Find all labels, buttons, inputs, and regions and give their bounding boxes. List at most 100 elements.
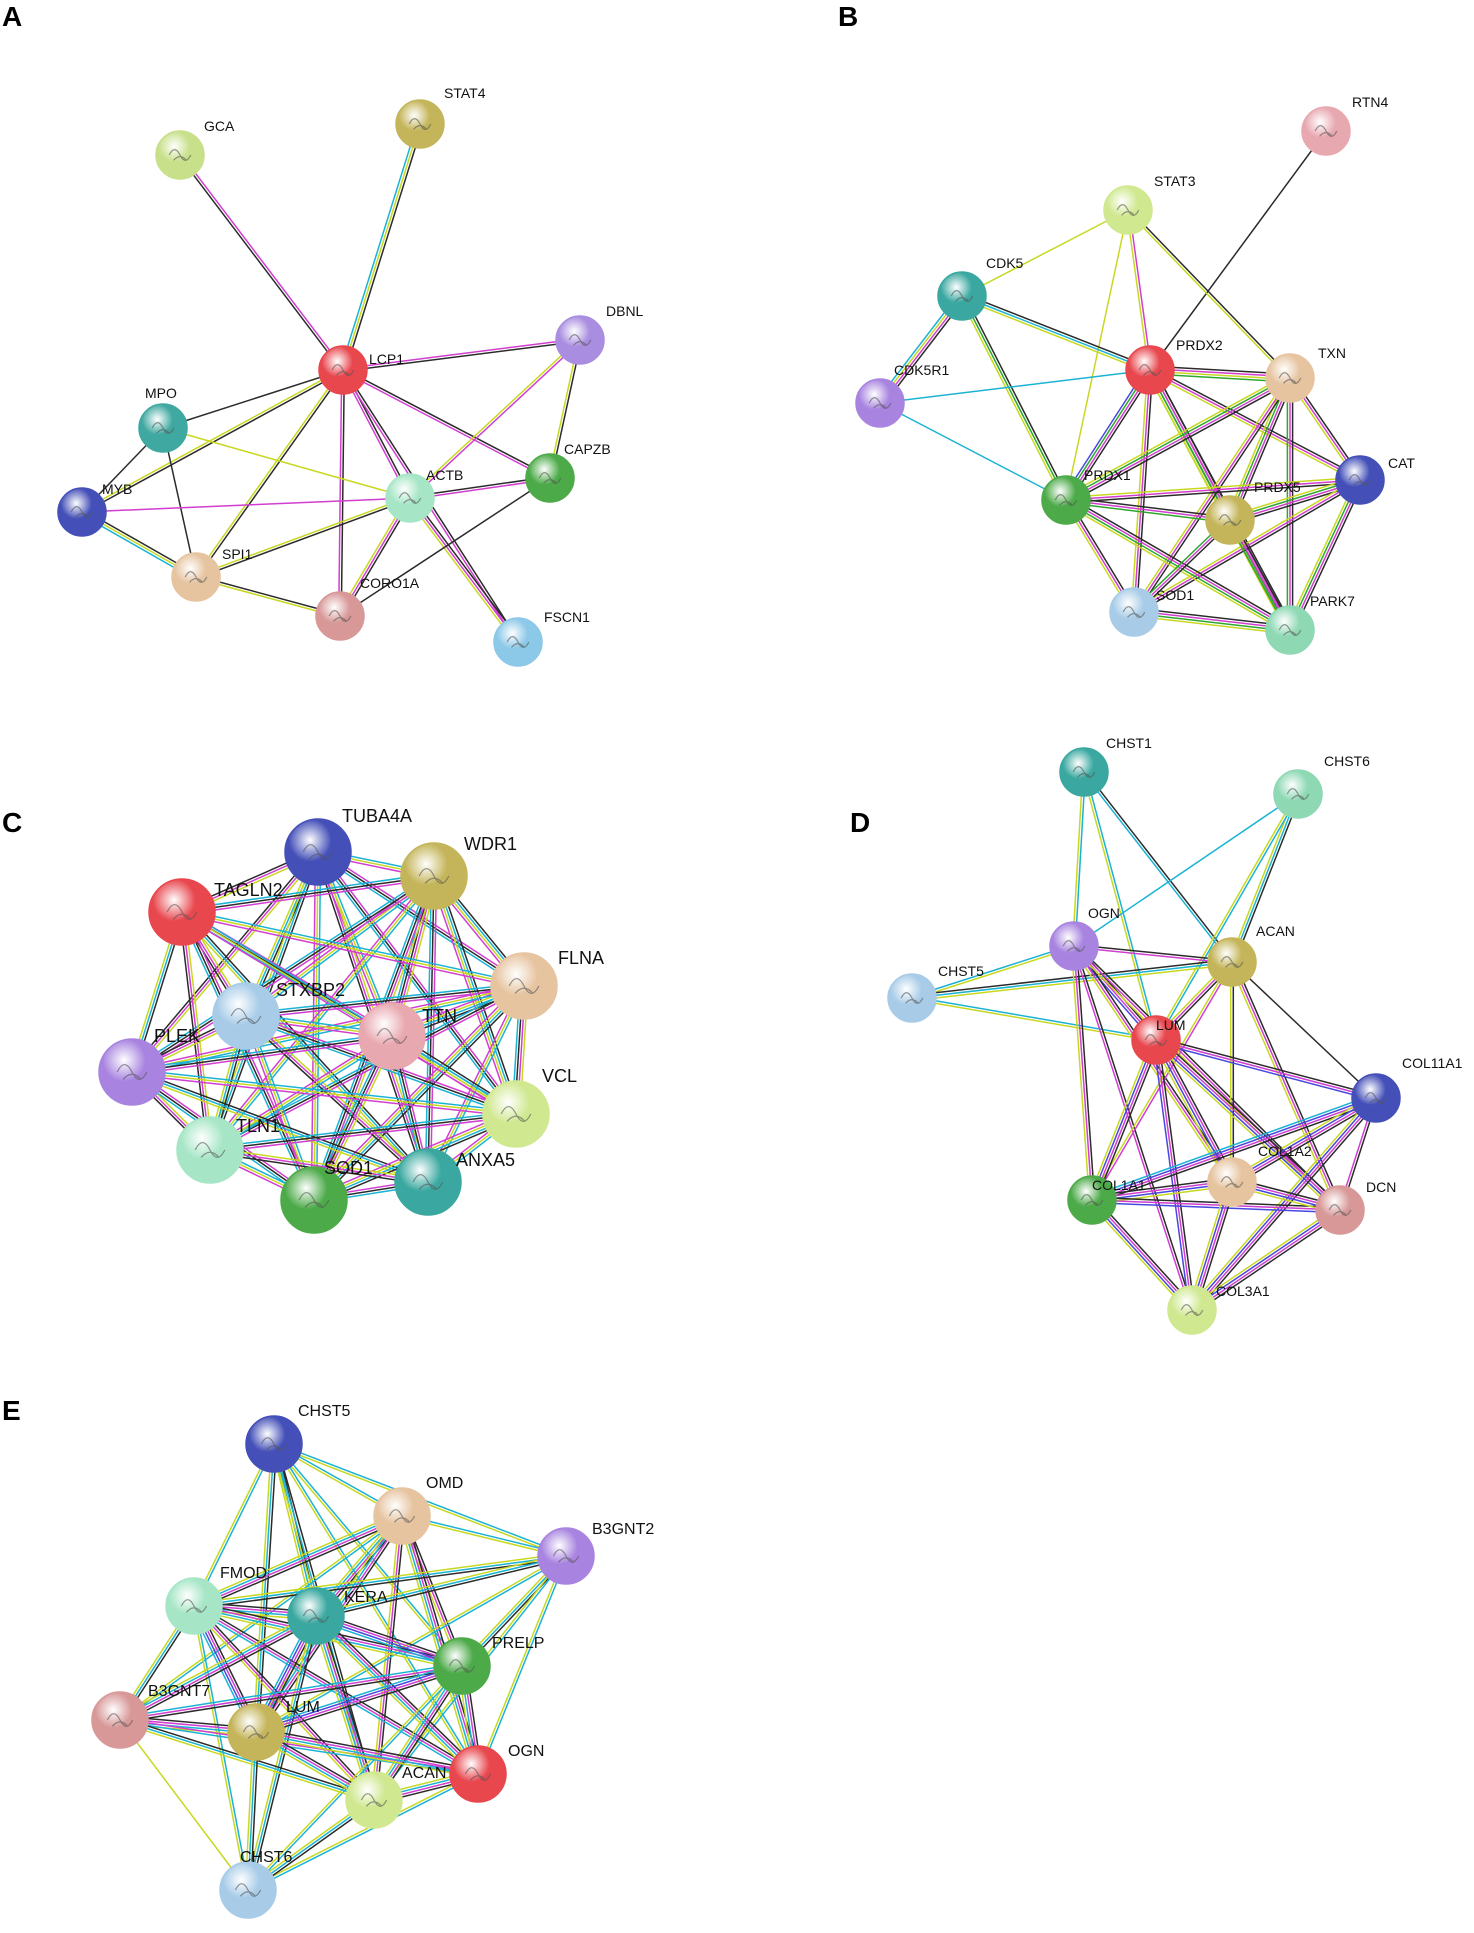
panel-d-node-col1a2[interactable]: COL1A2	[1207, 1143, 1312, 1207]
panel-e-node-omd[interactable]: OMD	[373, 1475, 463, 1545]
panel-c-edge	[209, 875, 435, 1151]
panel-e-node-b3gnt7[interactable]: B3GNT7	[91, 1683, 210, 1749]
protein-structure-icon	[376, 1027, 408, 1045]
panel-d-node-lum[interactable]: LUM	[1131, 1015, 1186, 1065]
panel-e-edge	[402, 1515, 480, 1774]
panel-e-node-chst6[interactable]: CHST6	[219, 1849, 293, 1919]
panel-d-node-chst1[interactable]: CHST1	[1059, 735, 1152, 797]
panel-b-edge	[1230, 378, 1292, 521]
panel-a-node-spi1[interactable]: SPI1	[171, 546, 253, 602]
panel-a-node-fscn1[interactable]: FSCN1	[493, 609, 590, 667]
panel-c-node-wdr1[interactable]: WDR1	[400, 834, 517, 910]
panel-d-edge	[1231, 961, 1377, 1099]
panel-e-edge	[316, 1557, 567, 1620]
panel-d-node-dcn[interactable]: DCN	[1315, 1179, 1396, 1235]
panel-a-node-myb[interactable]: MYB	[57, 481, 132, 537]
panel-b-node-sod1[interactable]: SOD1	[1109, 587, 1194, 637]
panel-a-node-stat4[interactable]: STAT4	[395, 85, 486, 149]
panel-a-edge	[343, 340, 581, 373]
panel-c-node-tuba4a[interactable]: TUBA4A	[284, 806, 412, 886]
panel-c-edge	[181, 872, 434, 911]
panel-b-node-cat[interactable]: CAT	[1335, 455, 1415, 505]
panel-d-edge	[1091, 1199, 1341, 1211]
panel-c-node-stxbp2[interactable]: STXBP2	[212, 980, 345, 1050]
panel-a-edge	[411, 495, 521, 641]
panel-a-node-actb[interactable]: ACTB	[385, 467, 463, 523]
panel-b-node-prdx2[interactable]: PRDX2	[1125, 337, 1223, 395]
panel-e-node-lum[interactable]: LUM	[227, 1699, 320, 1761]
panel-b-edge	[1225, 376, 1288, 519]
panel-b-node-stat3[interactable]: STAT3	[1103, 173, 1196, 235]
node-label: MPO	[145, 385, 177, 401]
panel-c-node-flna[interactable]: FLNA	[490, 948, 604, 1020]
panel-a-node-mpo[interactable]: MPO	[138, 385, 188, 453]
panel-c-edge	[183, 911, 214, 1150]
panel-d-edge	[1071, 771, 1084, 946]
panel-b-edge	[1066, 496, 1231, 519]
panel-d-node-ogn[interactable]: OGN	[1049, 905, 1120, 971]
panel-d-node-acan[interactable]: ACAN	[1207, 923, 1295, 987]
panel-e-node-chst5[interactable]: CHST5	[245, 1403, 351, 1473]
node-label: FMOD	[220, 1565, 267, 1582]
panel-e-edge	[193, 1514, 402, 1606]
panel-d-node-col1a1[interactable]: COL1A1	[1067, 1175, 1146, 1225]
panel-e-node-kera[interactable]: KERA	[287, 1587, 388, 1645]
node-label: CHST6	[1324, 753, 1370, 769]
panel-b-node-txn[interactable]: TXN	[1265, 345, 1346, 403]
panel-a-node-dbnl[interactable]: DBNL	[555, 303, 644, 365]
panel-b-node-rtn4[interactable]: RTN4	[1301, 94, 1389, 156]
panel-c-node-plek[interactable]: PLEK	[98, 1026, 200, 1106]
panel-d-edge	[1070, 946, 1091, 1201]
panel-d-node-col11a1[interactable]: COL11A1	[1351, 1055, 1463, 1123]
panel-e-node-fmod[interactable]: FMOD	[165, 1565, 267, 1635]
panel-a-node-gca[interactable]: GCA	[155, 118, 235, 180]
node-label: SOD1	[1156, 587, 1194, 603]
panel-a-node-coro1a[interactable]: CORO1A	[315, 575, 420, 641]
panel-d-nodes: CHST1CHST6OGNACANCHST5LUMCOL11A1COL1A1CO…	[887, 735, 1463, 1335]
panel-b-edge	[1290, 480, 1362, 631]
panel-c: C TUBA4AWDR1TAGLN2FLNASTXBP2TTNPLEKVCLTL…	[2, 806, 604, 1234]
panel-a-edge	[180, 153, 345, 370]
panel-e-node-ogn[interactable]: OGN	[449, 1743, 544, 1803]
panel-a-node-capzb[interactable]: CAPZB	[525, 441, 611, 503]
panel-c-edge	[178, 912, 209, 1151]
panel-d-node-chst6[interactable]: CHST6	[1273, 753, 1370, 819]
node-label: PRDX2	[1176, 337, 1223, 353]
panel-b-node-cdk5[interactable]: CDK5	[937, 255, 1024, 321]
panel-b-node-cdk5r1[interactable]: CDK5R1	[855, 362, 949, 428]
node-label: VCL	[542, 1066, 577, 1086]
panel-b-edge	[1066, 498, 1292, 630]
node-label: KERA	[344, 1589, 388, 1606]
panel-e-node-prelp[interactable]: PRELP	[433, 1635, 544, 1695]
panel-d-node-col3a1[interactable]: COL3A1	[1167, 1283, 1270, 1335]
protein-structure-icon	[1328, 1204, 1352, 1216]
panel-a-edge	[343, 368, 551, 478]
panel-c-edge	[312, 984, 524, 1200]
panel-a-node-lcp1[interactable]: LCP1	[318, 345, 404, 395]
panel-c-node-tln1[interactable]: TLN1	[176, 1116, 280, 1184]
panel-letter-b: B	[838, 1, 858, 32]
panel-b-edge	[1133, 377, 1291, 613]
panel-c-node-vcl[interactable]: VCL	[482, 1066, 577, 1148]
protein-structure-icon	[151, 422, 175, 434]
panel-c-edge	[314, 986, 526, 1202]
panel-c-edge	[182, 908, 525, 985]
panel-b-edge	[1135, 370, 1154, 613]
panel-b-node-prdx1[interactable]: PRDX1	[1041, 467, 1131, 525]
panel-e-edge	[119, 1719, 249, 1891]
panel-e-edge	[257, 1444, 278, 1733]
node-label: TUBA4A	[342, 806, 412, 826]
panel-c-edge	[181, 911, 429, 1183]
panel-c-node-anxa5[interactable]: ANXA5	[394, 1148, 515, 1216]
panel-d-node-chst5[interactable]: CHST5	[887, 963, 984, 1023]
panel-e-node-b3gnt2[interactable]: B3GNT2	[537, 1521, 654, 1585]
panel-b-node-park7[interactable]: PARK7	[1265, 593, 1355, 655]
protein-structure-icon	[508, 977, 540, 995]
panel-c-node-sod1[interactable]: SOD1	[280, 1158, 373, 1234]
panel-b-node-prdx5[interactable]: PRDX5	[1205, 479, 1301, 545]
panel-a-edge	[196, 370, 345, 579]
panel-e-node-acan[interactable]: ACAN	[345, 1765, 446, 1829]
panel-b-edge	[1066, 481, 1361, 504]
panel-c-node-ttn[interactable]: TTN	[358, 1002, 457, 1070]
panel-c-node-tagln2[interactable]: TAGLN2	[148, 878, 283, 946]
